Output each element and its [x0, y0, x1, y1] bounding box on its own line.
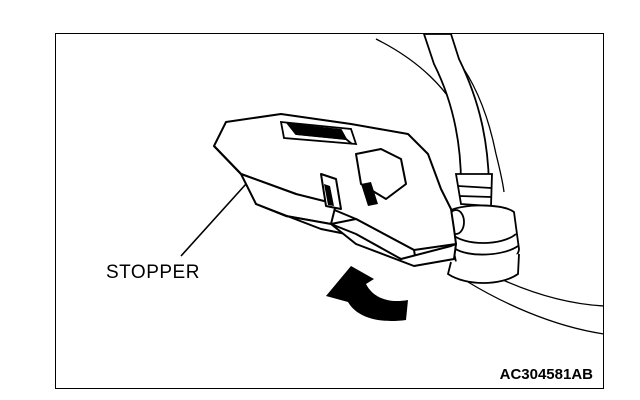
stopper-window: [279, 120, 358, 146]
callout-leader: [180, 183, 247, 257]
diagram-frame: STOPPER AC304581AB: [55, 33, 604, 389]
stopper-illustration: [180, 34, 603, 335]
figure-id: AC304581AB: [499, 366, 593, 383]
hose: [423, 34, 493, 207]
stopper-shading: [324, 182, 378, 206]
stopper-label: STOPPER: [106, 262, 200, 283]
stopper-body: [213, 113, 457, 267]
rotation-arrow-icon: [326, 266, 408, 322]
